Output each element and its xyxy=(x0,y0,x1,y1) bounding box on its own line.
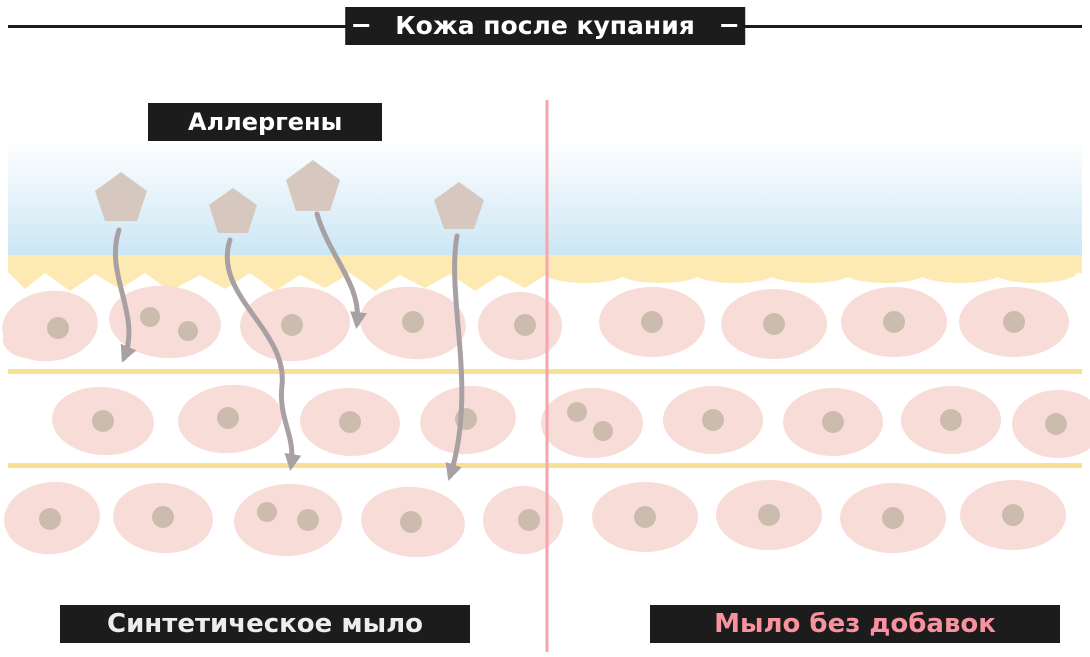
allergen-icon xyxy=(434,182,484,229)
allergen-arrow xyxy=(445,233,465,481)
cell-nucleus xyxy=(400,511,422,533)
cell-nucleus xyxy=(257,502,277,522)
cell-nucleus xyxy=(140,307,160,327)
skin-cell xyxy=(2,329,42,359)
cell-nucleus xyxy=(641,311,663,333)
cell-nucleus xyxy=(339,411,361,433)
cell-nucleus xyxy=(1003,311,1025,333)
cell-nucleus xyxy=(593,421,613,441)
allergens-label-text: Аллергены xyxy=(188,108,343,136)
cell-row-top xyxy=(2,285,1069,362)
surface-layer xyxy=(8,255,1082,291)
cell-nucleus xyxy=(883,311,905,333)
surface-bump xyxy=(543,261,627,283)
skin-cell xyxy=(541,388,643,458)
cell-nucleus xyxy=(702,409,724,431)
surface-bump xyxy=(693,261,777,283)
cell-nucleus xyxy=(758,504,780,526)
right-panel-label: Мыло без добавок xyxy=(650,605,1060,643)
cell-nucleus xyxy=(940,409,962,431)
surface-bump xyxy=(843,261,927,283)
cell-nucleus xyxy=(281,314,303,336)
cell-nucleus xyxy=(92,410,114,432)
layer-separator-line xyxy=(8,463,1082,468)
cell-nucleus xyxy=(178,321,198,341)
diagram-title-text: Кожа после купания xyxy=(395,11,695,40)
surface-bump xyxy=(993,261,1077,283)
cell-nucleus xyxy=(882,507,904,529)
cell-nucleus xyxy=(1002,504,1024,526)
cell-nucleus xyxy=(217,407,239,429)
surface-bump xyxy=(768,261,852,283)
cell-nucleus xyxy=(763,313,785,335)
cell-nucleus xyxy=(514,314,536,336)
allergen-arrow xyxy=(224,237,302,472)
cell-nucleus xyxy=(39,508,61,530)
surface-damaged-edge xyxy=(8,272,547,291)
allergen-icon xyxy=(209,188,257,233)
allergen-arrow xyxy=(112,227,137,363)
allergen-icon xyxy=(95,172,147,221)
allergens-label: Аллергены xyxy=(148,103,383,141)
surface-smooth-edge xyxy=(543,261,1077,283)
water-layer xyxy=(8,140,1082,256)
cell-nucleus xyxy=(634,506,656,528)
cell-row-bottom xyxy=(4,480,1066,558)
cell-nucleus xyxy=(297,509,319,531)
cell-nucleus xyxy=(152,506,174,528)
left-panel-label: Синтетическое мыло xyxy=(60,605,470,643)
right-panel-label-text: Мыло без добавок xyxy=(714,609,996,639)
cell-nucleus xyxy=(47,317,69,339)
allergen-particles xyxy=(95,160,484,233)
cell-nucleus xyxy=(518,509,540,531)
skin-cell xyxy=(234,483,342,557)
diagram-title: Кожа после купания xyxy=(345,7,745,45)
surface-bump xyxy=(918,261,1002,283)
cell-nucleus xyxy=(1045,413,1067,435)
left-panel-label-text: Синтетическое мыло xyxy=(106,609,423,639)
cell-row-middle xyxy=(52,384,1090,458)
allergen-icon xyxy=(286,160,340,211)
allergen-arrows xyxy=(112,211,465,481)
allergen-arrow xyxy=(314,211,367,330)
cell-nucleus xyxy=(567,402,587,422)
layer-separator-line xyxy=(8,369,1082,374)
cell-nucleus xyxy=(822,411,844,433)
water-gradient xyxy=(8,140,1082,256)
skin-cell xyxy=(109,285,221,359)
cell-nucleus xyxy=(402,311,424,333)
surface-bump xyxy=(618,261,702,283)
